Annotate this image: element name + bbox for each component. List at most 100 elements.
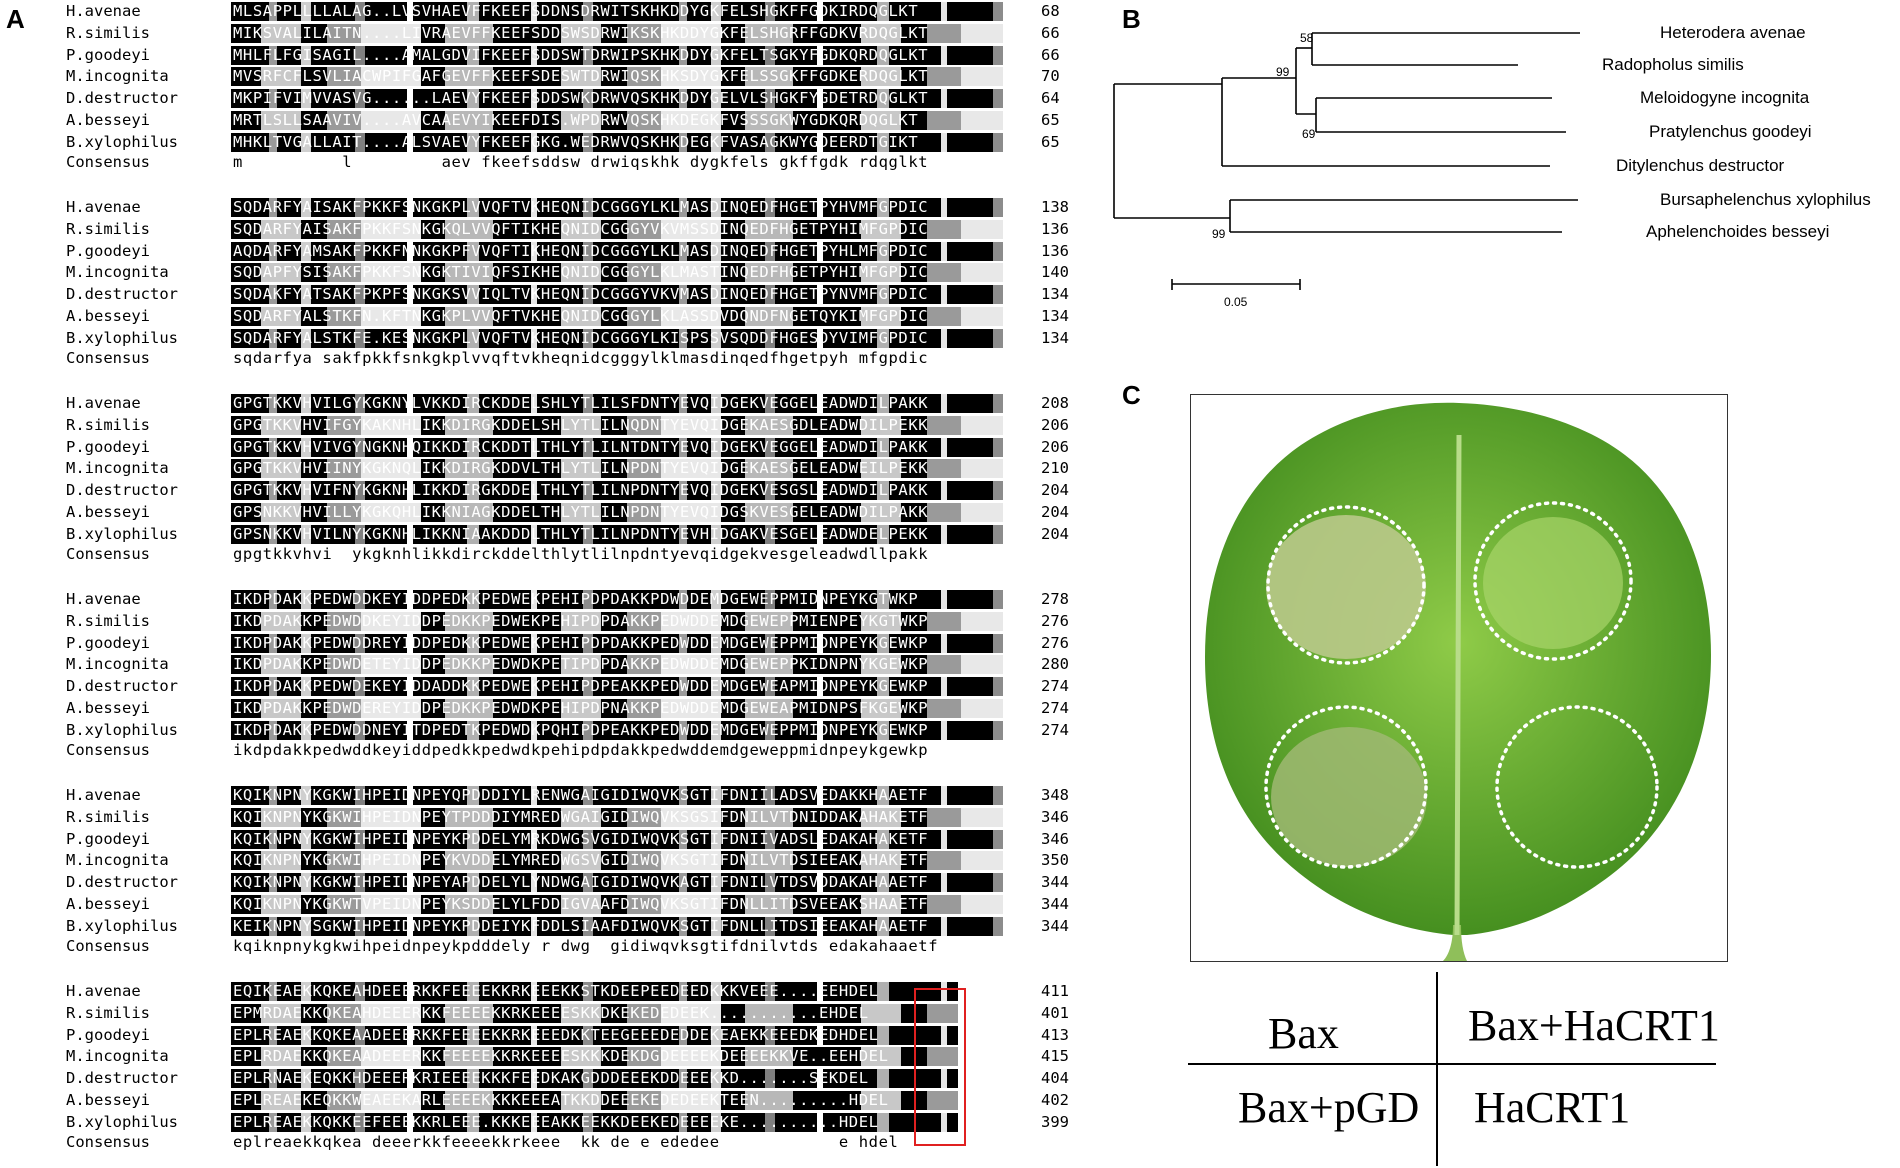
conservation-shading <box>231 807 1003 827</box>
alignment-row: B.xylophilus KEIKNPNYSGKWIHPEIDNPEYKPDDEI… <box>66 915 1096 937</box>
residue-position: 204 <box>1041 524 1069 543</box>
species-name: D.destructor <box>66 89 178 108</box>
residue-sequence: IKDPDAKKPEDWDETEYIDDPEDKKPEDWDKPETIPDPDA… <box>233 655 929 674</box>
residue-position: 134 <box>1041 328 1069 347</box>
residue-position: 346 <box>1041 829 1069 848</box>
residue-sequence: KQIKNPNYKGKWIHPEIDNPEYQPDDDIYLRENWGAIGID… <box>233 786 929 804</box>
residue-position: 399 <box>1041 1112 1069 1131</box>
residue-sequence: KEIKNPNYSGKWIHPEIDNPEYKPDDEIYKFDDLSIAAFD… <box>233 916 929 935</box>
residue-sequence: EPMRDAEKKQKEAHDEEERKKFEEEEKKRKEEEESKKDKE… <box>233 1003 869 1022</box>
conservation-shading <box>231 873 1003 893</box>
species-name: D.destructor <box>66 481 178 500</box>
conservation-shading <box>231 655 1003 675</box>
residue-sequence: GPGTKKVHVIFNYKGKNHLIKKDIRGKDDELTHLYTLILN… <box>233 481 929 500</box>
consensus-label: Consensus <box>66 936 150 955</box>
infiltration-circle-top-right <box>1473 501 1633 661</box>
conservation-shading <box>231 1091 958 1110</box>
conservation-shading <box>231 1025 958 1045</box>
residue-sequence: IKDPDAKKPEDWDDNEYITDPEDTKPEDWDKPQHIPDPEA… <box>233 720 929 739</box>
conservation-shading <box>231 437 1003 457</box>
necrotic-lesion-bax-pgd <box>1271 727 1427 867</box>
residue-position: 65 <box>1041 132 1060 151</box>
species-name: B.xylophilus <box>66 916 178 935</box>
treatment-label-hacrt1: HaCRT1 <box>1474 1083 1631 1132</box>
conservation-shading <box>231 1069 958 1089</box>
conservation-shading <box>231 459 1003 479</box>
residue-position: 140 <box>1041 263 1069 282</box>
residue-position: 344 <box>1041 873 1069 892</box>
consensus-sequence: eplreaekkqkea deeerkkfeeeekkrkeee kk de … <box>233 1132 899 1151</box>
species-name: D.destructor <box>66 873 178 892</box>
consensus-row: Consensus ikdpdakkpedwddkeyiddpedkkpedwdk… <box>66 740 928 759</box>
species-name: A.besseyi <box>66 111 150 129</box>
species-name: B.xylophilus <box>66 1112 178 1131</box>
residue-sequence: KQIKNPNYKGKWIHPEIDNPEYTPDDDIYMREDWGAIGID… <box>233 807 929 826</box>
conservation-shading <box>231 307 1003 326</box>
alignment-row: A.besseyi GPSNKKVHVILLYKGKQHLIKKNIAGKDDEL… <box>66 501 1096 523</box>
residue-sequence: MVSRFCFLSVLIACWPIFGAFGEVFFKEEFSDESWTDRWI… <box>233 67 929 86</box>
alignment-row: R.similis IKDPDAKKPEDWDDKEYIDDPEDKKPEDWEK… <box>66 610 1096 632</box>
taxon-label: Heterodera avenae <box>1660 23 1806 42</box>
conservation-shading <box>231 23 1003 43</box>
conservation-shading <box>231 328 1003 348</box>
conservation-shading <box>231 263 1003 283</box>
conservation-shading <box>231 633 1003 653</box>
conservation-shading <box>231 67 1003 87</box>
residue-position: 278 <box>1041 590 1069 608</box>
species-name: M.incognita <box>66 459 169 478</box>
conservation-shading <box>231 89 1003 109</box>
residue-sequence: GPSNKKVHVILNYKGKNHLIKKNIAAKDDDLTHLYTLILN… <box>233 524 929 543</box>
bootstrap-value: 99 <box>1276 65 1290 79</box>
conservation-shading <box>231 45 1003 65</box>
residue-sequence: EPLREAEKKQKEAADEEERKKFEEEEKKRKEEEDKKTEEG… <box>233 1025 879 1044</box>
taxon-label: Radopholus similis <box>1602 55 1744 74</box>
conservation-shading <box>231 677 1003 697</box>
residue-sequence: EPLREAEKEQKKWEAEEKARLEEEEKKKKEEEATKKDDEE… <box>233 1091 889 1109</box>
residue-position: 411 <box>1041 982 1069 1000</box>
species-name: P.goodeyi <box>66 633 150 652</box>
residue-sequence: GPSNKKVHVILLYKGKQHLIKKNIAGKDDELTHLYTLILN… <box>233 503 929 521</box>
consensus-sequence: ikdpdakkpedwddkeyiddpedkkpedwdkpehipdpda… <box>233 740 929 759</box>
residue-position: 134 <box>1041 307 1069 325</box>
consensus-label: Consensus <box>66 544 150 563</box>
conservation-shading <box>231 895 1003 914</box>
residue-position: 274 <box>1041 677 1069 696</box>
conservation-shading <box>231 132 1003 152</box>
residue-position: 204 <box>1041 503 1069 521</box>
taxon-label: Meloidogyne incognita <box>1640 88 1810 107</box>
infiltration-circle-bottom-left <box>1264 705 1428 869</box>
consensus-label: Consensus <box>66 1132 150 1151</box>
tree-branches <box>1113 32 1580 290</box>
species-name: B.xylophilus <box>66 328 178 347</box>
bootstrap-value: 99 <box>1212 227 1226 241</box>
consensus-label: Consensus <box>66 740 150 759</box>
leaf-photograph <box>1190 394 1728 962</box>
species-name: R.similis <box>66 611 150 630</box>
infiltration-circle-top-left <box>1266 505 1426 665</box>
consensus-sequence: m l aev fkeefsddsw drwiqskhk dygkfels gk… <box>233 152 929 171</box>
residue-sequence: EPLRNAEKEQKKHDEEERKRIEEEEKKKFEEDKAKGDDDE… <box>233 1069 869 1088</box>
infiltration-circle-bottom-right <box>1495 705 1659 869</box>
residue-position: 276 <box>1041 611 1069 630</box>
treatment-grid-horizontal-line <box>1188 1063 1716 1065</box>
residue-sequence: IKDPDAKKPEDWDDREYIDDPEDKKPEDWEKPEHIPDPDA… <box>233 633 929 652</box>
species-name: R.similis <box>66 807 150 826</box>
taxon-label: Aphelenchoides besseyi <box>1646 222 1829 241</box>
taxon-label: Pratylenchus goodeyi <box>1649 122 1812 141</box>
panel-label-a: A <box>6 4 25 34</box>
residue-position: 415 <box>1041 1047 1069 1066</box>
residue-sequence: IKDPDAKKPEDWDDKEYIDDPEDKKPEDWEKPEHIPDPDA… <box>233 611 929 630</box>
residue-position: 280 <box>1041 655 1069 674</box>
species-name: M.incognita <box>66 851 169 870</box>
species-name: A.besseyi <box>66 503 150 521</box>
residue-position: 348 <box>1041 786 1069 804</box>
